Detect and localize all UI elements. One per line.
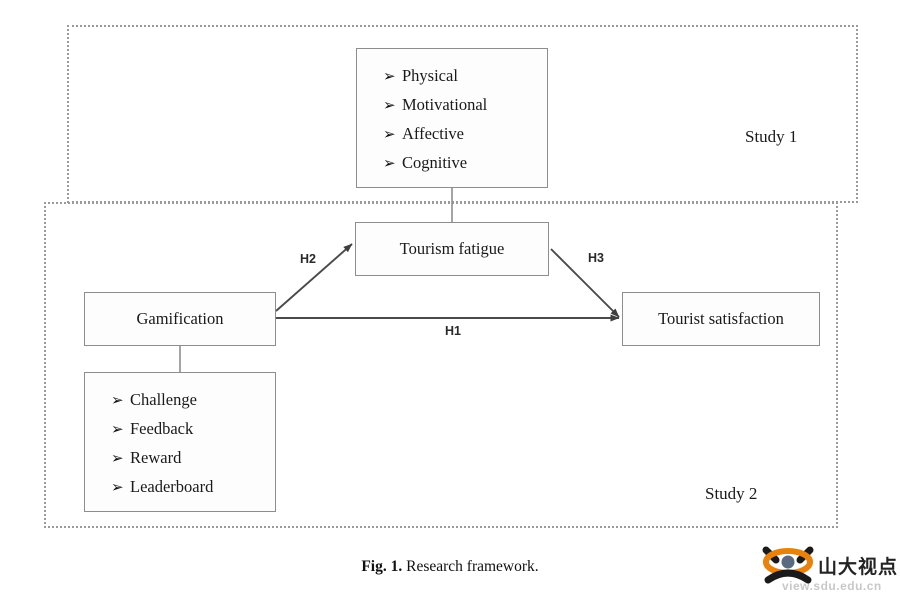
arrow-bullet-icon: ➢ [383, 156, 396, 172]
construct-label: Gamification [136, 309, 224, 328]
dimension-label: Affective [402, 124, 464, 143]
watermark-url-text: view.sdu.edu.cn [782, 579, 882, 593]
list-item: ➢ Physical [383, 62, 547, 91]
watermark-brand-text: 山大视点 [818, 556, 899, 578]
dimension-label: Leaderboard [130, 477, 214, 496]
arrow-bullet-icon: ➢ [111, 451, 124, 467]
construct-label: Tourism fatigue [399, 239, 505, 258]
arrow-bullet-icon: ➢ [383, 98, 396, 114]
dimension-label: Challenge [130, 390, 197, 409]
hypothesis-h3-label: H3 [588, 251, 604, 265]
caption-prefix: Fig. 1. [361, 558, 403, 575]
watermark: 山大视点 view.sdu.edu.cn [762, 546, 898, 598]
dimension-label: Physical [402, 66, 458, 85]
dimension-label: Cognitive [402, 153, 468, 172]
arrow-bullet-icon: ➢ [111, 422, 124, 438]
dimension-label: Feedback [130, 419, 194, 438]
construct-gamification: Gamification [84, 292, 276, 346]
list-item: ➢ Challenge [111, 386, 275, 415]
figure-caption: Fig. 1. Research framework. [0, 558, 900, 576]
arrow-bullet-icon: ➢ [111, 393, 124, 409]
hypothesis-h2-label: H2 [300, 252, 316, 266]
list-item: ➢ Motivational [383, 91, 547, 120]
gamification-dimension-list: ➢ Challenge ➢ Feedback ➢ Reward ➢ Leader… [85, 373, 275, 502]
list-item: ➢ Affective [383, 120, 547, 149]
arrow-bullet-icon: ➢ [383, 127, 396, 143]
study2-label: Study 2 [705, 484, 758, 503]
watermark-eye-logo-icon [762, 546, 814, 584]
hypothesis-h1-label: H1 [445, 324, 461, 338]
study1-label: Study 1 [745, 127, 798, 146]
list-item: ➢ Feedback [111, 415, 275, 444]
list-item: ➢ Cognitive [383, 149, 547, 178]
caption-text: Research framework. [406, 558, 539, 575]
construct-label: Tourist satisfaction [658, 309, 784, 328]
list-item: ➢ Leaderboard [111, 473, 275, 502]
construct-tourism-fatigue: Tourism fatigue [355, 222, 549, 276]
gamification-dimensions-box: ➢ Challenge ➢ Feedback ➢ Reward ➢ Leader… [84, 372, 276, 512]
dimension-label: Reward [130, 448, 182, 467]
dimension-label: Motivational [402, 95, 488, 114]
arrow-bullet-icon: ➢ [383, 69, 396, 85]
arrow-bullet-icon: ➢ [111, 480, 124, 496]
construct-tourist-satisfaction: Tourist satisfaction [622, 292, 820, 346]
tourism-fatigue-dimension-list: ➢ Physical ➢ Motivational ➢ Affective ➢ … [357, 49, 547, 178]
tourism-fatigue-dimensions-box: ➢ Physical ➢ Motivational ➢ Affective ➢ … [356, 48, 548, 188]
study2-region [44, 202, 838, 528]
list-item: ➢ Reward [111, 444, 275, 473]
